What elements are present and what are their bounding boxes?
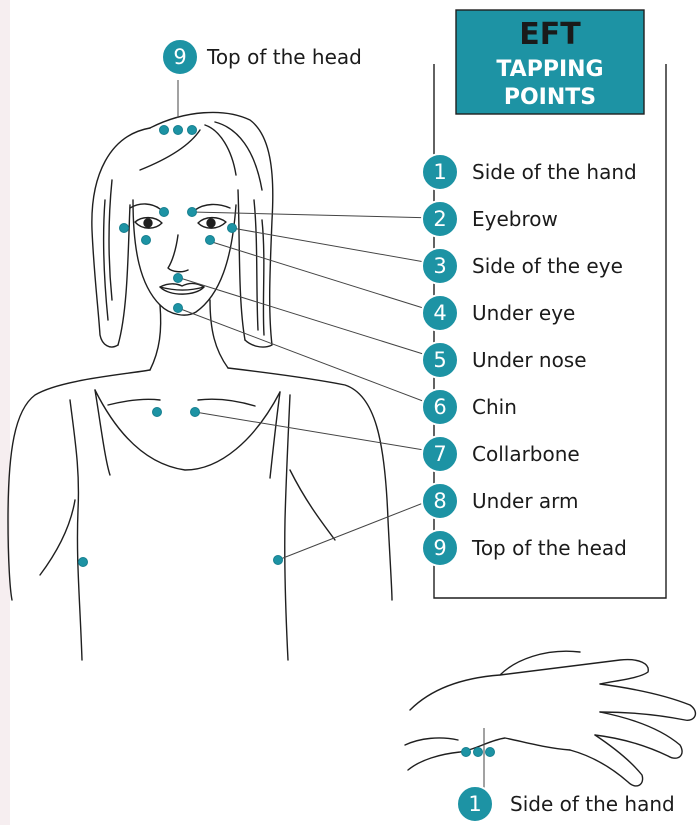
tap-dot-collarbone bbox=[191, 408, 200, 417]
tap-dot-hand bbox=[474, 748, 483, 757]
tap-dot-under-nose bbox=[174, 274, 183, 283]
tap-dot-collarbone bbox=[153, 408, 162, 417]
legend-item: 9 Top of the head bbox=[422, 530, 627, 566]
top-callout-label: Top of the head bbox=[206, 45, 362, 69]
tap-dot-hand bbox=[462, 748, 471, 757]
legend-number: 5 bbox=[433, 348, 446, 372]
tap-dot-top-head bbox=[188, 126, 197, 135]
legend-label: Under eye bbox=[472, 301, 575, 325]
legend-label: Top of the head bbox=[471, 536, 627, 560]
legend-item: 7 Collarbone bbox=[422, 436, 580, 472]
legend-label: Side of the eye bbox=[472, 254, 623, 278]
tap-dot-top-head bbox=[174, 126, 183, 135]
legend-label: Chin bbox=[472, 395, 517, 419]
title-line3: POINTS bbox=[504, 85, 596, 110]
tap-dot-under-arm bbox=[274, 556, 283, 565]
legend-item: 8 Under arm bbox=[422, 483, 579, 519]
legend-number: 3 bbox=[433, 254, 446, 278]
hand-illustration bbox=[405, 651, 695, 786]
title-line2: TAPPING bbox=[496, 57, 603, 82]
hand-callout-number: 1 bbox=[468, 792, 481, 816]
top-callout-number: 9 bbox=[173, 45, 186, 69]
tap-dot-under-eye bbox=[206, 236, 215, 245]
legend-label: Collarbone bbox=[472, 442, 580, 466]
tap-dot-side-eye bbox=[120, 224, 129, 233]
woman-illustration bbox=[8, 112, 392, 660]
legend-label: Under arm bbox=[472, 489, 579, 513]
legend-label: Under nose bbox=[472, 348, 587, 372]
legend-item: 5 Under nose bbox=[422, 342, 587, 378]
tap-dot-side-eye bbox=[228, 224, 237, 233]
title-line1: EFT bbox=[519, 17, 581, 52]
hand-callout-label: Side of the hand bbox=[510, 792, 675, 816]
legend-number: 2 bbox=[433, 207, 446, 231]
tap-dot-chin bbox=[174, 304, 183, 313]
legend-number: 7 bbox=[433, 442, 446, 466]
legend-item: 2 Eyebrow bbox=[422, 201, 558, 237]
legend-label: Side of the hand bbox=[472, 160, 637, 184]
legend-label: Eyebrow bbox=[472, 207, 558, 231]
legend-number: 8 bbox=[433, 489, 446, 513]
hand-callout: 1 Side of the hand bbox=[457, 786, 675, 822]
tap-dot-eyebrow bbox=[188, 208, 197, 217]
legend-number: 6 bbox=[433, 395, 446, 419]
tap-dot-under-eye bbox=[142, 236, 151, 245]
legend-frame bbox=[434, 64, 666, 598]
legend-number: 1 bbox=[433, 160, 446, 184]
legend-item: 6 Chin bbox=[422, 389, 517, 425]
legend-number: 4 bbox=[433, 301, 446, 325]
legend-list: 1 Side of the hand 2 Eyebrow 3 Side of the ey… bbox=[422, 154, 637, 566]
tap-dot-top-head bbox=[160, 126, 169, 135]
tap-dot-eyebrow bbox=[160, 208, 169, 217]
legend-item: 3 Side of the eye bbox=[422, 248, 623, 284]
legend-number: 9 bbox=[433, 536, 446, 560]
legend-item: 1 Side of the hand bbox=[422, 154, 637, 190]
top-head-callout: 9 Top of the head bbox=[162, 39, 362, 75]
tap-dot-hand bbox=[486, 748, 495, 757]
legend-item: 4 Under eye bbox=[422, 295, 575, 331]
tap-dot-under-arm bbox=[79, 558, 88, 567]
